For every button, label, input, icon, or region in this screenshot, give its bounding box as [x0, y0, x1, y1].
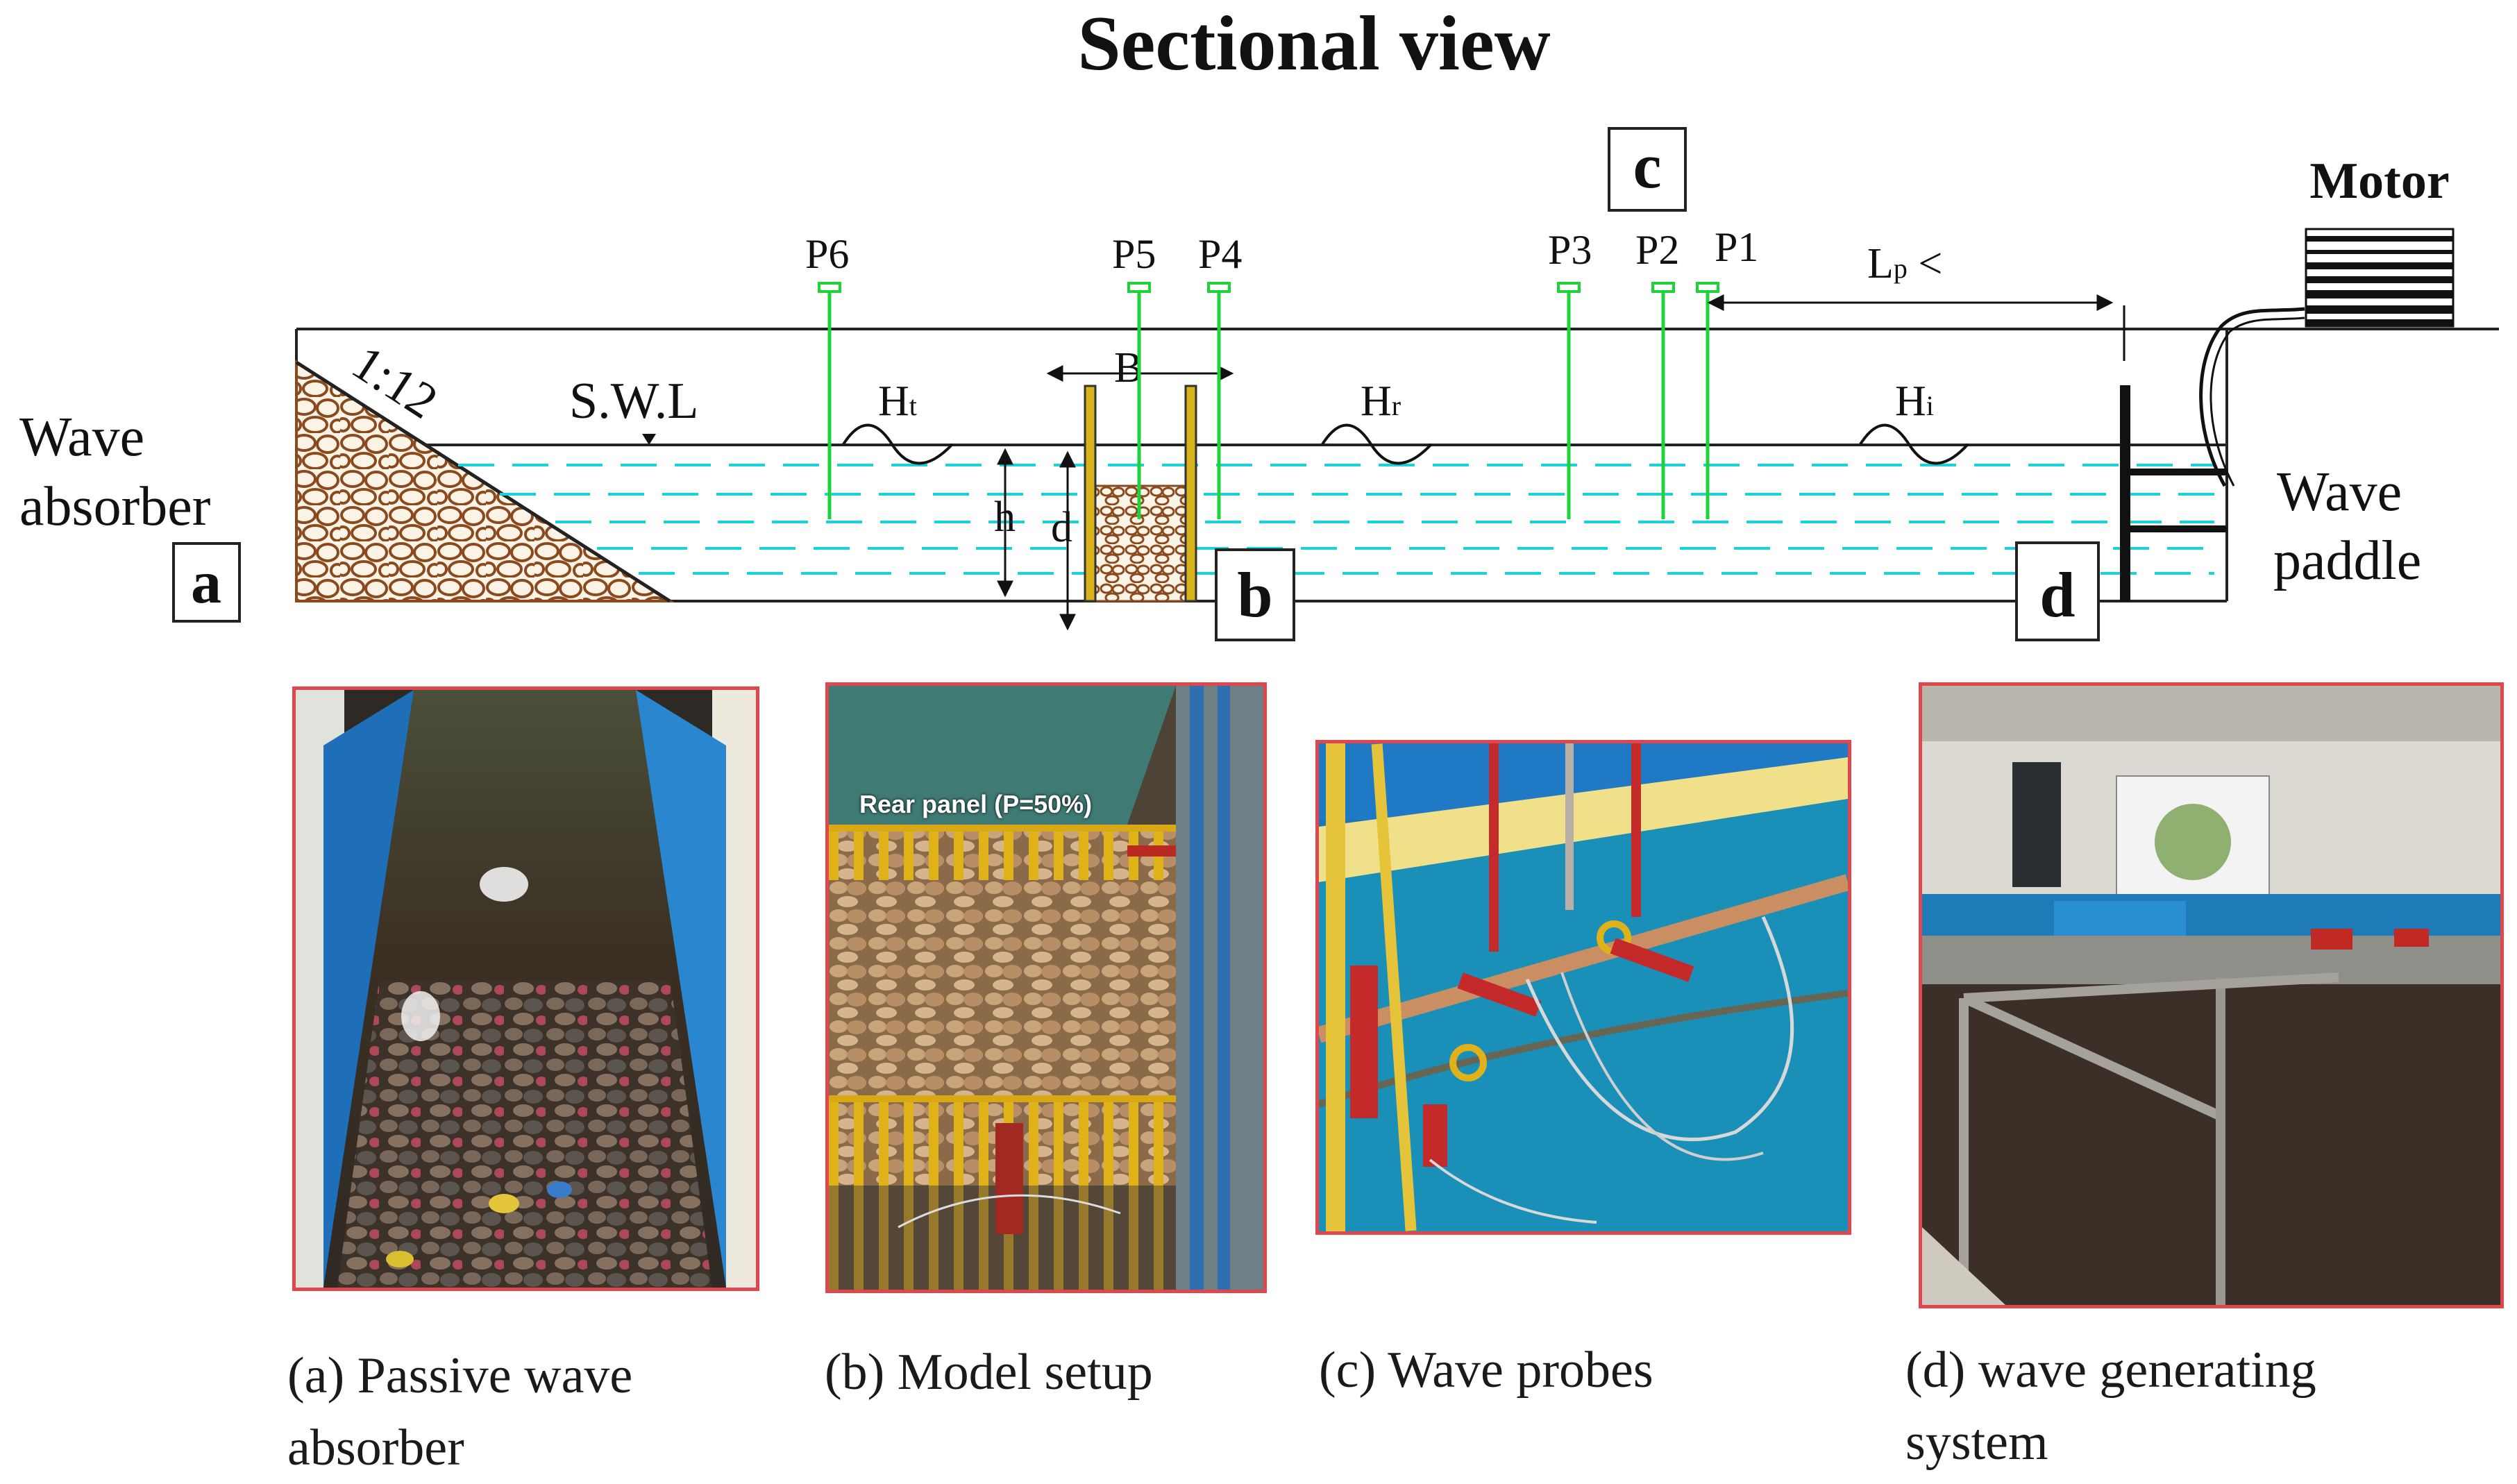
- caption-c: (c) Wave probes: [1319, 1342, 1653, 1399]
- ht-wave-icon: [842, 423, 954, 465]
- absorber-photo-illustration: [296, 690, 756, 1288]
- water-dashes: [458, 464, 2214, 575]
- probe-label-p3: P3: [1548, 227, 1592, 273]
- svg-text:c: c: [1633, 130, 1662, 201]
- probe-p3: P3: [1548, 227, 1592, 519]
- probe-p6: P6: [805, 231, 849, 519]
- probe-label-p5: P5: [1112, 231, 1156, 277]
- probe-p5: P5: [1112, 231, 1156, 519]
- box-a: a: [172, 542, 241, 623]
- probe-p4: P4: [1198, 231, 1242, 519]
- wave-absorber-label-1: Wave: [19, 407, 144, 468]
- lp-label: Lp <: [1867, 240, 1942, 287]
- rear-panel-label: Rear panel (P=50%): [859, 790, 1093, 818]
- motor-icon: [2305, 228, 2455, 328]
- svg-text:d: d: [2039, 559, 2075, 630]
- absorber-slope-line: [295, 360, 671, 603]
- probe-label-p6: P6: [805, 231, 849, 277]
- model-front-plate: [1084, 385, 1097, 602]
- motor-cable: [2199, 307, 2305, 487]
- caption-d-line2: system: [1905, 1414, 2048, 1471]
- caption-d-line1: (d) wave generating: [1905, 1342, 2316, 1399]
- svg-text:b: b: [1237, 559, 1272, 630]
- caption-a: (a) Passive wave absorber: [287, 1340, 632, 1484]
- swl-marker-icon: [642, 434, 656, 445]
- probe-label-p1: P1: [1715, 224, 1758, 270]
- probe-label-p2: P2: [1635, 227, 1679, 273]
- sectional-view-diagram: Sectional view 1:12 S.W.L Ht Hr Hi B h d…: [19, 1, 2499, 641]
- wave-paddle-label-2: paddle: [2273, 530, 2421, 591]
- photo-wave-generating-system: [1919, 682, 2504, 1308]
- diagram-title: Sectional view: [1077, 1, 1550, 87]
- model-rear-plate: [1184, 385, 1197, 602]
- wave-paddle: [2120, 385, 2130, 601]
- box-c: c: [1608, 127, 1687, 212]
- hr-wave-icon: [1321, 423, 1433, 465]
- hi-label: Hi: [1895, 378, 1934, 425]
- d-dimension-label: d: [1051, 504, 1072, 551]
- probe-label-p4: P4: [1198, 231, 1242, 277]
- caption-d: (d) wave generating system: [1905, 1334, 2316, 1478]
- wave-absorber-label-2: absorber: [19, 476, 210, 537]
- caption-a-line1: (a) Passive wave: [287, 1347, 633, 1404]
- svg-text:a: a: [191, 549, 221, 616]
- model-setup-photo-illustration: [829, 686, 1263, 1290]
- wave-generator-photo-illustration: [1922, 686, 2500, 1305]
- h-dimension-label: h: [994, 494, 1016, 541]
- photo-wave-probes: [1315, 740, 1851, 1235]
- hi-wave-icon: [1859, 423, 1969, 465]
- wave-paddle-label-1: Wave: [2277, 462, 2402, 523]
- ht-label: Ht: [878, 378, 917, 425]
- motor-label: Motor: [2309, 153, 2449, 210]
- swl-label: S.W.L: [569, 373, 698, 430]
- probe-p2: P2: [1635, 227, 1679, 519]
- box-b: b: [1215, 548, 1295, 641]
- photo-model-setup: Rear panel (P=50%): [825, 682, 1267, 1293]
- probe-p1: P1: [1696, 224, 1758, 519]
- hr-label: Hr: [1361, 378, 1401, 425]
- box-d: d: [2015, 541, 2100, 641]
- photo-passive-wave-absorber: [292, 686, 759, 1291]
- caption-b: (b) Model setup: [825, 1344, 1153, 1401]
- caption-a-line2: absorber: [287, 1419, 464, 1476]
- wave-probes-photo-illustration: [1319, 743, 1848, 1231]
